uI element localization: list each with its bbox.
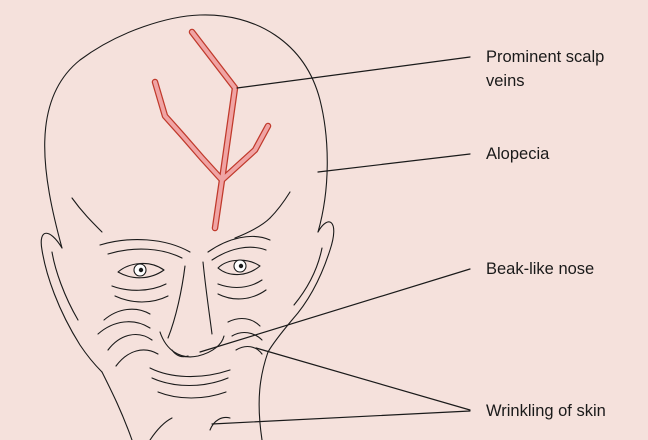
left-ear-inner: [52, 252, 78, 320]
cheek-wrinkle-left: [116, 350, 158, 366]
right-pupil-dot: [239, 264, 243, 268]
right-brow: [208, 236, 270, 252]
label-prominent-scalp-veins: Prominent scalp veins: [486, 45, 604, 93]
nose-bridge-left: [168, 266, 185, 338]
forehead-line: [235, 218, 270, 238]
lower-lip-line: [152, 378, 228, 386]
scalp-veins: [155, 32, 268, 228]
cheek-wrinkle-right: [232, 333, 262, 340]
left-jaw: [102, 372, 132, 440]
cheek-wrinkle-right: [228, 319, 260, 326]
under-eye-wrinkle: [218, 280, 262, 287]
leader-line-nose: [200, 269, 470, 352]
nose-tip: [160, 332, 224, 357]
left-pupil-dot: [139, 268, 143, 272]
head-outline: [45, 15, 328, 248]
label-beak-like-nose: Beak-like nose: [486, 257, 594, 281]
cheek-wrinkle-left: [108, 335, 152, 350]
label-scalp-veins-line2: veins: [486, 69, 604, 93]
right-jaw: [259, 352, 268, 440]
cheek-wrinkle-left: [104, 309, 150, 320]
left-brow-2: [108, 249, 182, 258]
left-nostril: [172, 350, 188, 357]
cheek-wrinkle-right: [236, 347, 262, 354]
leader-line-wrinkles-lower: [212, 411, 470, 424]
left-temple-line: [72, 198, 102, 232]
upper-lip-line: [150, 368, 230, 377]
label-wrinkling-of-skin: Wrinkling of skin: [486, 399, 606, 423]
right-brow-2: [212, 247, 266, 260]
right-ear-inner: [294, 248, 322, 305]
leader-line-scalp-veins: [237, 57, 470, 88]
nose-bridge-right: [203, 262, 212, 334]
under-eye-wrinkle: [218, 290, 266, 299]
leader-line-wrinkles-upper: [256, 348, 470, 410]
label-alopecia: Alopecia: [486, 142, 549, 166]
chin-wrinkle: [158, 392, 226, 398]
left-ear: [41, 233, 102, 372]
neck-fold: [150, 418, 172, 440]
under-eye-wrinkle: [115, 296, 168, 302]
scalp-vein-outline: [155, 32, 268, 228]
right-ear: [268, 222, 334, 352]
left-brow: [100, 240, 190, 252]
label-scalp-veins-line1: Prominent scalp: [486, 45, 604, 69]
leader-line-alopecia: [318, 154, 470, 172]
right-temple-line: [270, 192, 290, 218]
under-eye-wrinkle: [112, 284, 166, 290]
cheek-wrinkle-left: [98, 322, 150, 334]
